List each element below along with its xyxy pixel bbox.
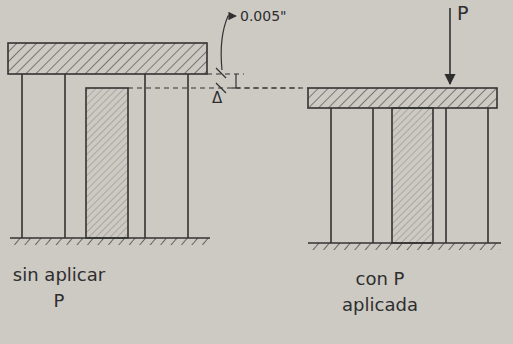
dashed-line: [207, 73, 244, 74]
ground-line: [10, 237, 210, 239]
column-line: [144, 74, 146, 238]
column-line: [445, 108, 447, 243]
tick: [216, 68, 226, 78]
dimension-lines: [128, 16, 308, 93]
ground-hatch: [308, 243, 501, 250]
rigid-plate: [308, 88, 497, 108]
loaded-assembly: [308, 8, 501, 250]
load-arrow: [449, 8, 451, 84]
load-label: P: [457, 0, 481, 28]
unloaded-assembly: [8, 43, 210, 245]
short-bar: [392, 108, 433, 243]
dimension-line: [235, 74, 236, 88]
column-line: [21, 74, 23, 238]
ground-line: [308, 242, 501, 244]
rigid-plate: [8, 43, 207, 74]
caption-label: con P aplicada: [325, 266, 435, 318]
leader-line: [221, 16, 236, 70]
deflection-label: Δ: [212, 88, 234, 110]
dimension-label: 0.005": [240, 6, 310, 26]
column-line: [372, 108, 374, 243]
column-line: [64, 74, 66, 238]
column-line: [487, 108, 489, 243]
dashed-line: [244, 87, 308, 88]
caption-label: sin aplicar P: [6, 262, 112, 314]
column-line: [187, 74, 189, 238]
tick: [232, 87, 240, 88]
column-line: [330, 108, 332, 243]
short-bar: [86, 88, 128, 238]
ground-hatch: [10, 238, 210, 245]
